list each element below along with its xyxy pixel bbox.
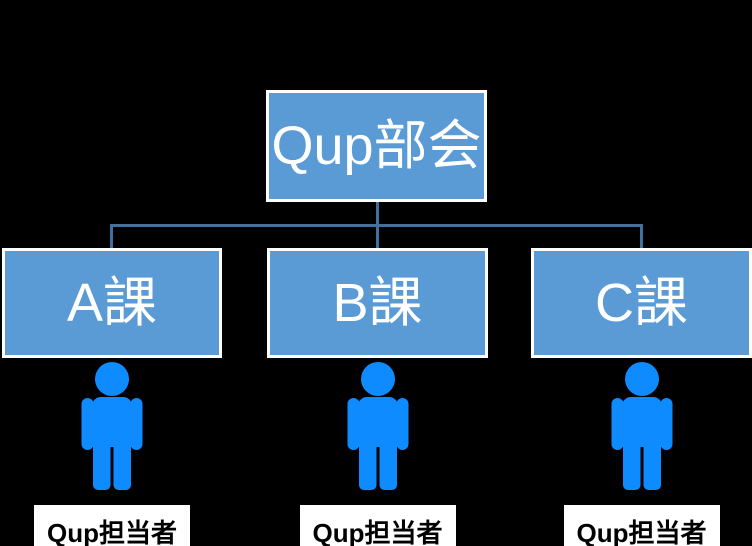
org-node-root-label: Qup部会: [271, 116, 482, 176]
dept-column-c: C課 Qup担当者: [531, 248, 752, 546]
person-silhouette-icon: [347, 362, 408, 490]
person-silhouette-icon: [81, 362, 143, 490]
org-node-root: Qup部会: [266, 90, 487, 202]
dept-column-b: B課 Qup担当者: [267, 248, 488, 546]
person-role-label: Qup担当者: [563, 505, 720, 546]
org-node-dept-a-label: A課: [66, 273, 158, 333]
person-role-label: Qup担当者: [34, 505, 190, 546]
org-node-dept-b-label: B課: [332, 273, 423, 333]
person-silhouette-icon: [611, 362, 672, 490]
org-node-dept-b: B課: [267, 248, 488, 358]
person-role-label: Qup担当者: [299, 505, 456, 546]
dept-column-a: A課 Qup担当者: [2, 248, 222, 546]
org-node-dept-c-label: C課: [595, 273, 688, 333]
org-node-dept-c: C課: [531, 248, 752, 358]
org-node-dept-a: A課: [2, 248, 222, 358]
